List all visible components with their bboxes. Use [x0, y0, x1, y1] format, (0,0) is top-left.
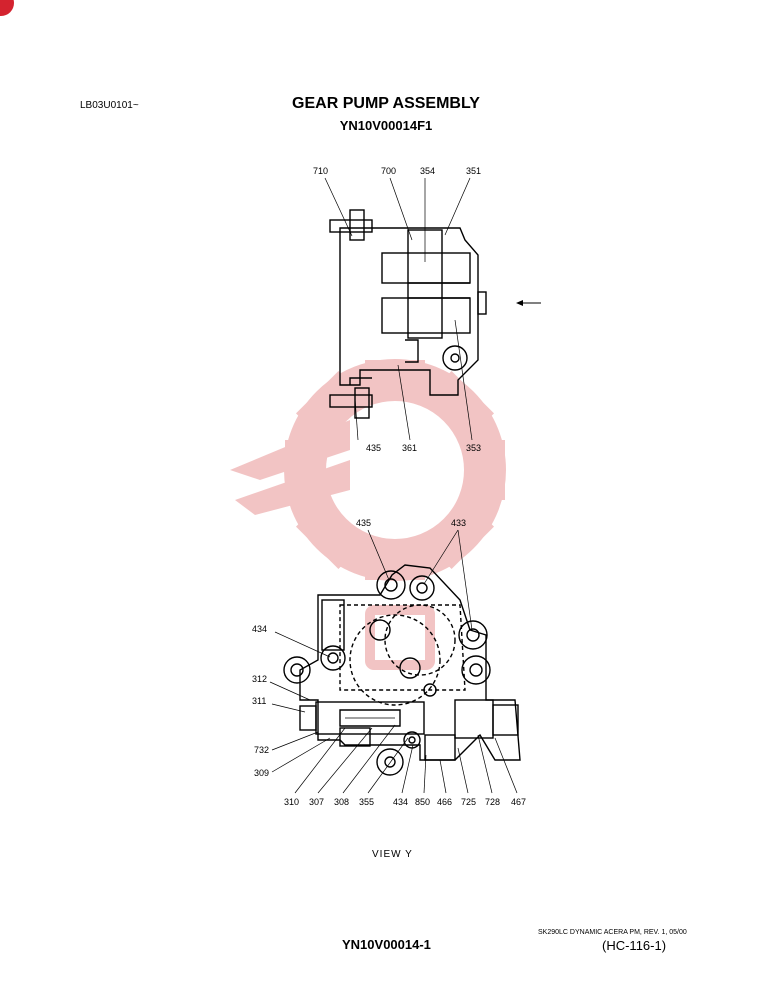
part-label-850: 850: [415, 797, 430, 807]
part-label-308: 308: [334, 797, 349, 807]
part-label-353: 353: [466, 443, 481, 453]
part-label-710: 710: [313, 166, 328, 176]
view-y-part-labels: 435 433 434 312 311 732 309 310 307 308 …: [252, 518, 526, 807]
part-label-467: 467: [511, 797, 526, 807]
part-label-466: 466: [437, 797, 452, 807]
part-label-311: 311: [252, 696, 266, 706]
direction-arrow: [516, 300, 541, 306]
part-label-355: 355: [359, 797, 374, 807]
part-label-728: 728: [485, 797, 500, 807]
part-label-435: 435: [366, 443, 381, 453]
part-label-725: 725: [461, 797, 476, 807]
technical-drawing: 710 700 354 351 435 361 353: [230, 166, 541, 807]
part-label-354: 354: [420, 166, 435, 176]
part-label-309: 309: [254, 768, 269, 778]
part-label-434: 434: [393, 797, 408, 807]
page-subtitle: YN10V00014F1: [339, 118, 433, 133]
revision-note: SK290LC DYNAMIC ACERA PM, REV. 1, 05/00: [538, 929, 687, 936]
view-label: VIEW Y: [372, 849, 413, 860]
part-label-361: 361: [402, 443, 417, 453]
part-label-433: 433: [451, 518, 466, 528]
top-view-leaders: [324, 177, 473, 441]
gear-logo-watermark-icon: [230, 359, 506, 670]
part-label-312: 312: [252, 674, 267, 684]
part-label-310: 310: [284, 797, 299, 807]
part-label-351: 351: [466, 166, 481, 176]
part-label-434: 434: [252, 624, 267, 634]
arrow-left-icon: [516, 300, 523, 306]
footer-code: YN10V00014-1: [342, 937, 431, 952]
part-label-732: 732: [254, 745, 269, 755]
view-y: [283, 564, 521, 776]
top-view: [329, 209, 487, 419]
page-number: (HC-116-1): [602, 938, 667, 953]
part-label-700: 700: [381, 166, 396, 176]
part-label-435: 435: [356, 518, 371, 528]
part-label-307: 307: [309, 797, 324, 807]
corner-badge: [0, 0, 14, 16]
view-y-leaders: [269, 529, 518, 794]
top-view-part-labels: 710 700 354 351 435 361 353: [313, 166, 481, 453]
reference-code: LB03U0101~: [80, 100, 139, 111]
page-title: GEAR PUMP ASSEMBLY: [292, 95, 480, 112]
